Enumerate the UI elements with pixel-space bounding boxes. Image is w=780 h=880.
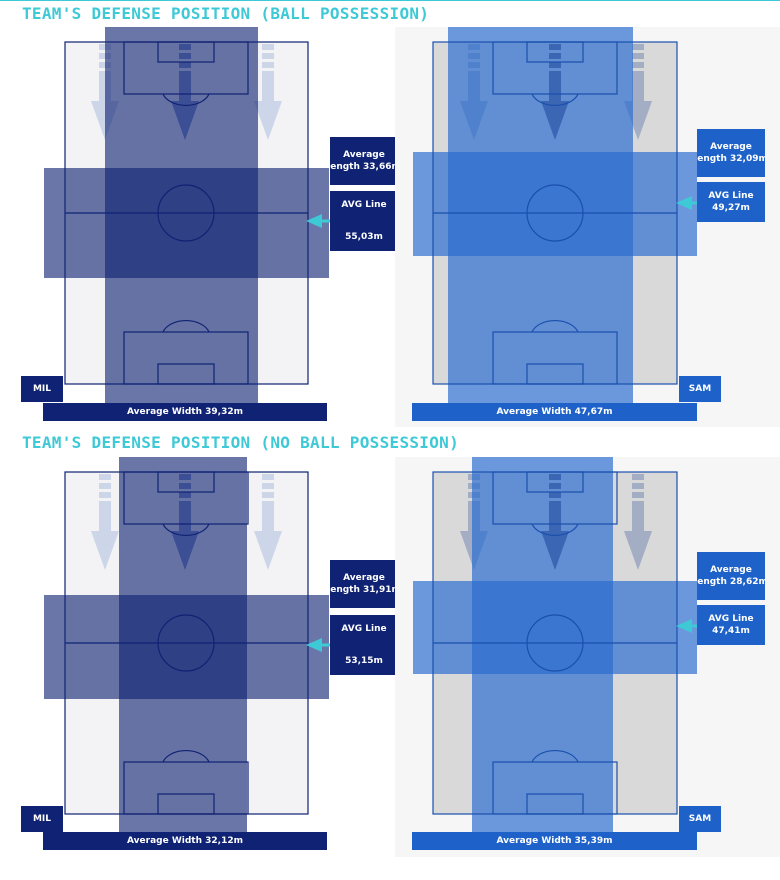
average-width-bar: Average Width 39,32m	[43, 403, 327, 421]
average-width-bar: Average Width 32,12m	[43, 832, 327, 850]
average-length-value: length 28,62m	[697, 577, 765, 587]
team-tag-sam: SAM	[679, 806, 721, 832]
average-length-label: Average	[343, 573, 385, 583]
sam-pitch-chart	[395, 457, 780, 857]
average-width-bar: Average Width 47,67m	[412, 403, 697, 421]
average-length-label: Average	[710, 565, 752, 575]
avg-line-label: AVG Line	[341, 624, 387, 634]
average-length-label: Average	[710, 142, 752, 152]
average-length-box: Average length 28,62m	[697, 552, 765, 600]
pitch-lines	[64, 41, 309, 385]
avg-line-value: 47,41m	[712, 626, 750, 636]
pitch-lines	[432, 471, 678, 815]
avg-line-box: AVG Line 47,41m	[697, 605, 765, 645]
team-tag-mil: MIL	[21, 376, 63, 402]
team-tag-sam: SAM	[679, 376, 721, 402]
average-length-band	[44, 595, 329, 699]
mil-defense-panel-no-ball-possession: Average length 31,91m AVG Line 53,15m MI…	[0, 430, 398, 880]
section-title-no-ball-possession: TEAM'S DEFENSE POSITION (NO BALL POSSESS…	[22, 433, 460, 452]
average-length-band	[44, 168, 329, 278]
avg-line-label: AVG Line	[708, 614, 754, 624]
avg-line-label: AVG Line	[341, 200, 387, 210]
average-length-box: Average length 33,66m	[330, 137, 398, 185]
mil-defense-panel-ball-possession: Average length 33,66m AVG Line 55,03m MI…	[0, 0, 398, 430]
average-length-value: length 31,91m	[330, 585, 398, 595]
average-length-label: Average	[343, 150, 385, 160]
sam-defense-panel-ball-possession: Average length 32,09m AVG Line 49,27m SA…	[0, 0, 780, 430]
average-length-band	[413, 152, 697, 256]
average-length-box: Average length 31,91m	[330, 560, 398, 608]
average-length-value: length 33,66m	[330, 162, 398, 172]
avg-line-value: 49,27m	[712, 203, 750, 213]
average-length-value: length 32,09m	[697, 154, 765, 164]
mil-pitch-chart	[44, 27, 380, 405]
sam-defense-panel-no-ball-possession: Average length 28,62m AVG Line 47,41m SA…	[0, 430, 780, 880]
pitch-lines	[432, 41, 678, 385]
avg-line-box: AVG Line 55,03m	[330, 191, 398, 251]
avg-line-value: 55,03m	[345, 232, 383, 242]
team-tag-mil: MIL	[21, 806, 63, 832]
mil-pitch-chart	[44, 457, 380, 835]
sam-pitch-chart	[395, 27, 780, 427]
avg-line-label: AVG Line	[708, 191, 754, 201]
average-length-band	[413, 581, 697, 674]
section-title-ball-possession: TEAM'S DEFENSE POSITION (BALL POSSESSION…	[22, 4, 430, 23]
avg-line-box: AVG Line 49,27m	[697, 182, 765, 222]
average-width-bar: Average Width 35,39m	[412, 832, 697, 850]
avg-line-value: 53,15m	[345, 656, 383, 666]
attack-direction-arrows	[91, 474, 282, 570]
top-accent-line	[0, 0, 780, 1]
pitch-lines	[64, 471, 309, 815]
average-length-box: Average length 32,09m	[697, 129, 765, 177]
avg-line-box: AVG Line 53,15m	[330, 615, 398, 675]
